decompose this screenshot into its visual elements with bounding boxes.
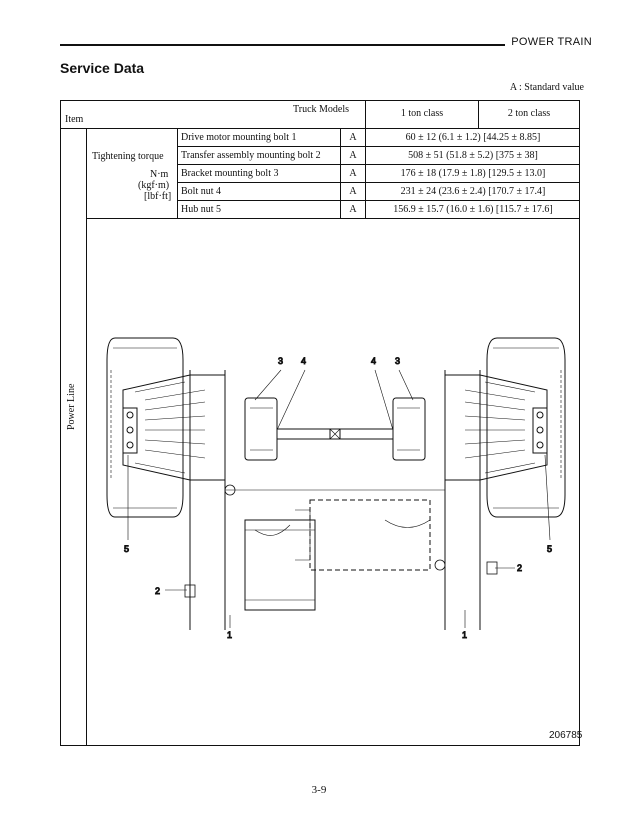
table-row-name: Bolt nut 4 [181,186,222,197]
table-row-name: Drive motor mounting bolt 1 [181,132,297,143]
table-row-name: Hub nut 5 [181,204,221,215]
callout-4-left: 4 [301,356,306,366]
table-header-rule [60,128,580,129]
table-row-value: 60 ± 12 (6.1 ± 1.2) [44.25 ± 8.85] [405,132,541,143]
row-rule-4 [177,200,580,201]
left-tire [106,337,184,518]
unit-lbfft: [lbf·ft] [144,191,172,202]
table-row-value: 156.9 ± 15.7 (16.0 ± 1.6) [115.7 ± 17.6] [393,204,553,215]
page-number: 3-9 [311,784,327,796]
page-title: Service Data [60,60,145,76]
mounting-bolts [184,484,498,598]
col-1ton-header: 1 ton class [400,108,444,119]
item-header: Item [65,114,84,125]
header-rule [60,44,505,46]
table-row-value: 508 ± 51 (51.8 ± 5.2) [375 ± 38] [408,150,538,161]
callout-5-right: 5 [547,544,552,554]
sub-column-rule [177,128,178,218]
table-row-value: 231 ± 24 (23.6 ± 2.4) [170.7 ± 17.4] [400,186,546,197]
standard-value-note: A : Standard value [509,82,584,93]
col-2ton-header: 2 ton class [507,108,551,119]
figure-number: 206785 [549,730,583,741]
table-row-name: Transfer assembly mounting bolt 2 [181,150,321,161]
power-line-label: Power Line [66,383,77,430]
model-divider-rule [478,100,479,128]
code-column-rule-right [365,100,366,218]
callout-4-right: 4 [371,356,376,366]
code-column-rule-left [340,128,341,218]
table-bottom-rule [86,218,580,219]
table-row-name: Bracket mounting bolt 3 [181,168,279,179]
left-transfer-assembly [244,397,278,461]
table-row-value: 176 ± 18 (17.9 ± 1.8) [129.5 ± 13.0] [400,168,546,179]
callout-1-left: 1 [227,630,232,640]
header-section-title: POWER TRAIN [511,36,592,48]
table-row-code: A [349,204,357,215]
truck-models-header: Truck Models [293,104,350,115]
frame-rails [189,370,481,630]
power-train-diagram: 3 4 4 3 5 5 2 2 1 1 [106,337,566,641]
callout-2-left: 2 [155,586,160,596]
table-row-code: A [349,168,357,179]
callout-5-left: 5 [124,544,129,554]
callout-3-right: 3 [395,356,400,366]
right-tire [486,337,566,518]
group-column-rule [86,128,87,746]
tightening-torque-label: Tightening torque [92,151,164,162]
unit-nm: N·m [150,169,169,180]
right-hub-housing [444,374,548,481]
callout-3-left: 3 [278,356,283,366]
row-rule-2 [177,164,580,165]
drive-motor [244,499,431,611]
callout-2-right: 2 [517,563,522,573]
table-row-code: A [349,150,357,161]
unit-kgfm: (kgf·m) [138,180,170,191]
right-transfer-assembly [392,397,426,461]
callout-1-right: 1 [462,630,467,640]
table-row-code: A [349,132,357,143]
service-data-frame [60,100,580,746]
table-row-code: A [349,186,357,197]
callout-leaders [127,369,551,628]
drive-shaft [276,428,394,440]
row-rule-1 [177,146,580,147]
left-hub-housing [122,374,226,481]
row-rule-3 [177,182,580,183]
